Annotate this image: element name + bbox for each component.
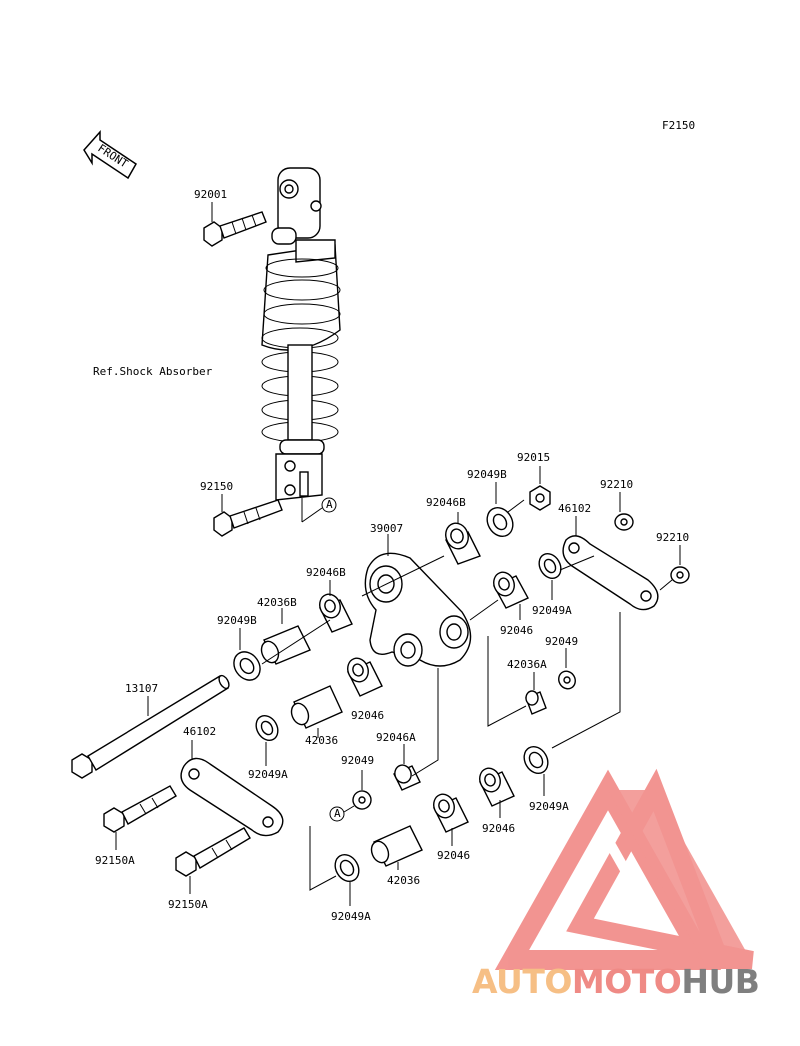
tie-rod-46102-top	[562, 535, 659, 611]
part-label-92046A: 92046A	[376, 731, 416, 744]
part-label-92150A-upper: 92150A	[95, 854, 135, 867]
bush-42036-low	[370, 825, 423, 867]
collar-92049-mid	[352, 790, 372, 810]
watermark-brand: AUTOMOTOHUB	[472, 962, 760, 1001]
part-label-92150A-lower: 92150A	[168, 898, 208, 911]
part-label-42036A: 42036A	[507, 658, 547, 671]
seal-92049B-left	[233, 651, 261, 681]
part-label-92015: 92015	[517, 451, 550, 464]
bearing-92046B-left	[319, 593, 353, 633]
watermark-brand-moto: MOTO	[572, 962, 681, 1001]
part-label-92046B-top: 92046B	[426, 496, 466, 509]
part-label-92049A-mid: 92049A	[248, 768, 288, 781]
bolt-92150	[213, 499, 283, 537]
shock-absorber	[261, 167, 341, 501]
assembly-lines	[261, 499, 673, 891]
part-label-92210-right: 92210	[656, 531, 689, 544]
part-label-92049B-top: 92049B	[467, 468, 507, 481]
part-label-46102-top: 46102	[558, 502, 591, 515]
ref-shock-absorber-note: Ref.Shock Absorber	[93, 365, 213, 378]
part-label-92046-lowright: 92046	[482, 822, 515, 835]
part-label-92049-mid: 92049	[341, 754, 374, 767]
part-label-92001: 92001	[194, 188, 227, 201]
part-label-92046-right: 92046	[500, 624, 533, 637]
bearing-92046-lowmid	[433, 793, 469, 833]
diagram-code: F2150	[662, 119, 695, 132]
bolt-92001	[203, 211, 267, 247]
part-label-92046B-left: 92046B	[306, 566, 346, 579]
part-label-92049B-left: 92049B	[217, 614, 257, 627]
seal-92049B-top	[486, 506, 514, 538]
marker-a-upper: A	[326, 498, 333, 511]
part-label-92049A-lowright: 92049A	[529, 800, 569, 813]
front-arrow-icon: FRONT	[83, 130, 137, 180]
part-label-39007: 39007	[370, 522, 403, 535]
part-labels: 92001 92150 92015 92049B 92210 92046B 46102 390…	[95, 188, 689, 923]
bush-42036-mid	[290, 685, 343, 729]
collar-92210-top	[614, 513, 634, 531]
bearing-92046-right	[493, 571, 529, 609]
part-label-92049A-right: 92049A	[532, 604, 572, 617]
nut-92015	[529, 485, 551, 511]
part-label-42036-low: 42036	[387, 874, 420, 887]
part-label-92049-right: 92049	[545, 635, 578, 648]
part-label-92210-top: 92210	[600, 478, 633, 491]
part-label-42036-mid: 42036	[305, 734, 338, 747]
tie-rod-46102-bottom	[180, 757, 284, 837]
seal-92049A-bottom	[334, 853, 360, 883]
bearing-92046-mid	[347, 657, 383, 697]
part-label-42036B: 42036B	[257, 596, 297, 609]
bolt-92150A-upper	[103, 785, 177, 833]
seal-92049A-lowright	[523, 745, 549, 775]
watermark-logo-icon	[494, 768, 754, 970]
part-label-13107: 13107	[125, 682, 158, 695]
bearing-92046-lowright	[479, 767, 515, 807]
part-label-92046-mid: 92046	[351, 709, 384, 722]
part-label-46102-bottom: 46102	[183, 725, 216, 738]
seal-92049A-right	[538, 552, 562, 580]
collar-42036A	[525, 690, 547, 715]
shaft-13107	[71, 674, 230, 779]
bearing-92046B-top	[445, 522, 481, 565]
collar-92049-right	[558, 670, 576, 690]
bearing-92046A	[393, 764, 421, 791]
svg-text:AUTOMOTOHUB: AUTOMOTOHUB	[472, 962, 759, 1001]
rocker-arm-39007	[364, 552, 472, 667]
part-label-92049A-bottom: 92049A	[331, 910, 371, 923]
part-label-92046-lowmid: 92046	[437, 849, 470, 862]
bolt-92150A-lower	[175, 827, 251, 877]
part-label-92150: 92150	[200, 480, 233, 493]
seal-92049A-mid	[255, 714, 279, 742]
bush-42036B	[260, 625, 311, 665]
watermark-brand-auto: AUTO	[472, 962, 572, 1001]
collar-92210-right	[670, 566, 690, 584]
watermark-brand-hub: HUB	[681, 962, 759, 1001]
marker-a-lower: A	[334, 807, 341, 820]
